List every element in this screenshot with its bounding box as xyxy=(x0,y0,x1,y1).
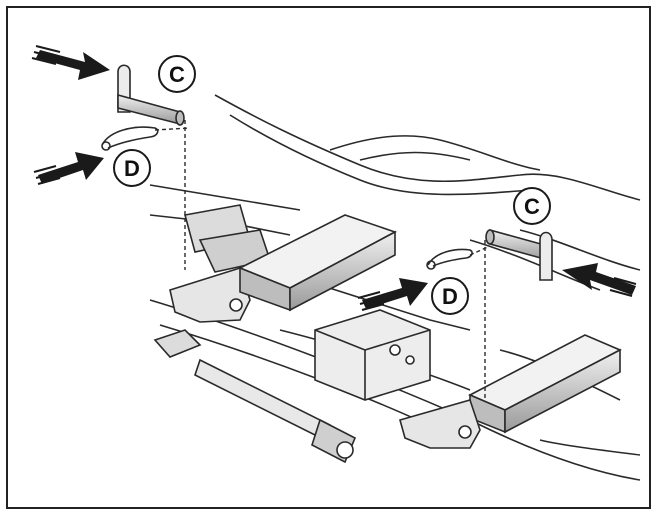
left-square-tube xyxy=(238,214,398,312)
right-hitch-bracket xyxy=(399,399,481,449)
left-hitch-bracket xyxy=(169,204,272,323)
callout-d-right-label: D xyxy=(442,284,458,309)
pin-c-right xyxy=(485,228,553,281)
chassis-outline xyxy=(149,94,641,481)
callout-c-right: C xyxy=(513,187,551,225)
arrow-pin-c-left xyxy=(31,45,110,80)
callout-d-left: D xyxy=(113,149,151,187)
callout-c-left: C xyxy=(158,55,196,93)
clip-d-right xyxy=(426,248,473,270)
pin-c-left xyxy=(117,64,185,126)
arrow-clip-d-right xyxy=(357,278,428,311)
alignment-guides xyxy=(154,120,491,400)
arrow-clip-d-left xyxy=(33,152,104,185)
callout-d-right: D xyxy=(431,277,469,315)
hydraulic-cylinder xyxy=(153,329,357,464)
clip-d-left xyxy=(101,126,159,151)
callout-c-right-label: C xyxy=(524,194,540,219)
callout-c-left-label: C xyxy=(169,62,185,87)
center-mechanism xyxy=(314,309,431,401)
callout-d-left-label: D xyxy=(124,156,140,181)
arrow-pin-c-right xyxy=(562,263,637,297)
right-square-tube xyxy=(468,334,622,434)
